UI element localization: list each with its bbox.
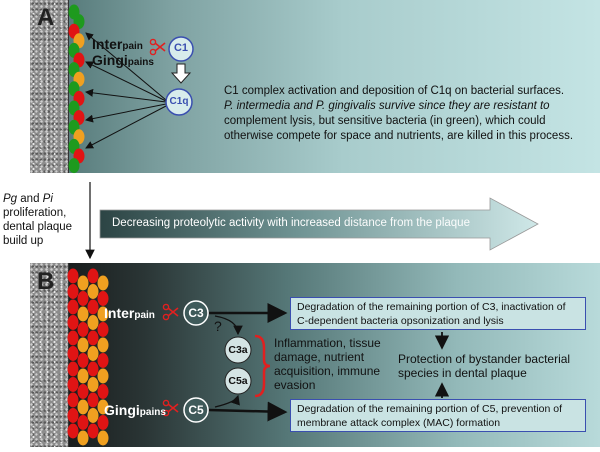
bacterium	[67, 361, 79, 377]
tooth-surface-a	[30, 0, 69, 173]
bacterium	[97, 353, 109, 368]
bacterium	[67, 268, 79, 284]
bacterium	[67, 377, 79, 392]
c3a-circle	[224, 336, 252, 364]
c1q-deposition-arrows	[85, 32, 167, 149]
c5-to-c5a-arrow	[214, 394, 240, 408]
bacterium	[67, 408, 79, 423]
bacterium	[77, 415, 89, 430]
c5-circle	[183, 397, 209, 423]
c5-to-box-arrow	[208, 401, 288, 422]
bacterium	[67, 392, 79, 408]
c3-degradation-box: Degradation of the remaining portion of …	[290, 297, 586, 330]
bacterium	[77, 337, 89, 353]
c1-circle	[168, 36, 194, 62]
c5a-circle	[224, 367, 252, 395]
scissors-icon	[162, 303, 179, 321]
bacterium	[97, 430, 109, 446]
gingipain-label-a: Gingipains	[92, 52, 154, 68]
panel-b-letter: B	[37, 268, 55, 295]
buildup-text: Pg and Pi proliferation, dental plaque b…	[3, 193, 73, 247]
bacterium	[87, 392, 99, 408]
bacterium	[97, 322, 109, 337]
bacterium	[68, 158, 80, 174]
question-mark: ?	[214, 318, 222, 334]
bacterium	[77, 399, 89, 415]
activation-arrow	[170, 63, 192, 84]
effects-brace	[254, 334, 271, 398]
bacterium	[87, 284, 99, 299]
bacterium	[87, 423, 99, 439]
bacterium	[77, 430, 89, 446]
bacterium	[87, 315, 99, 330]
bacteria-column-a	[68, 4, 85, 174]
bacterium	[77, 306, 89, 322]
gradient-arrow-label: Decreasing proteolytic activity with inc…	[112, 217, 470, 229]
bacterium	[77, 368, 89, 384]
panel-a-description: C1 complex activation and deposition of …	[224, 85, 574, 142]
bacterium	[77, 384, 89, 399]
bacterium	[77, 353, 89, 368]
c1q-circle	[165, 88, 193, 116]
protection-text: Protection of bystander bacterial specie…	[398, 352, 571, 380]
bacterium	[97, 275, 109, 291]
c3a-label: C3a	[228, 344, 248, 356]
bacterium	[67, 284, 79, 299]
bacterium	[77, 322, 89, 337]
c5-label: C5	[188, 403, 204, 417]
c3-to-c3a-arrow	[214, 315, 243, 336]
gingipain-label-b: Gingipains	[104, 402, 166, 418]
c3-label: C3	[188, 306, 204, 320]
gradient-arrow	[99, 197, 539, 251]
interpain-label-b: Interpain	[104, 305, 155, 321]
effects-text: Inflammation, tissue damage, nutrient ac…	[274, 336, 381, 392]
bacterium	[97, 337, 109, 353]
bacterium	[87, 346, 99, 361]
bacterium	[67, 346, 79, 361]
c1-label: C1	[173, 42, 189, 54]
c5-degradation-box: Degradation of the remaining portion of …	[290, 399, 586, 432]
bacterium	[67, 315, 79, 330]
bacterium	[87, 268, 99, 284]
panel-a-background	[30, 0, 600, 173]
bacterium	[87, 377, 99, 392]
bacterium	[67, 423, 79, 439]
c1q-label: C1q	[169, 96, 189, 107]
bacterium	[77, 291, 89, 306]
bacterium	[97, 368, 109, 384]
panel-a-letter: A	[37, 4, 55, 31]
bacterium	[87, 361, 99, 377]
bacterium	[67, 299, 79, 315]
c5a-label: C5a	[228, 375, 248, 387]
bacterium	[97, 306, 109, 322]
bacteria-cluster-b	[67, 268, 109, 446]
bacterium	[77, 275, 89, 291]
c3-circle	[183, 300, 209, 326]
bacterium	[97, 415, 109, 430]
interpain-label-a: Interpain	[92, 36, 143, 52]
bacterium	[87, 330, 99, 346]
bacterium	[87, 299, 99, 315]
bacterium	[67, 330, 79, 346]
bacterium	[97, 291, 109, 306]
bacterium	[97, 384, 109, 399]
bacterium	[87, 408, 99, 423]
bacterium	[97, 399, 109, 415]
